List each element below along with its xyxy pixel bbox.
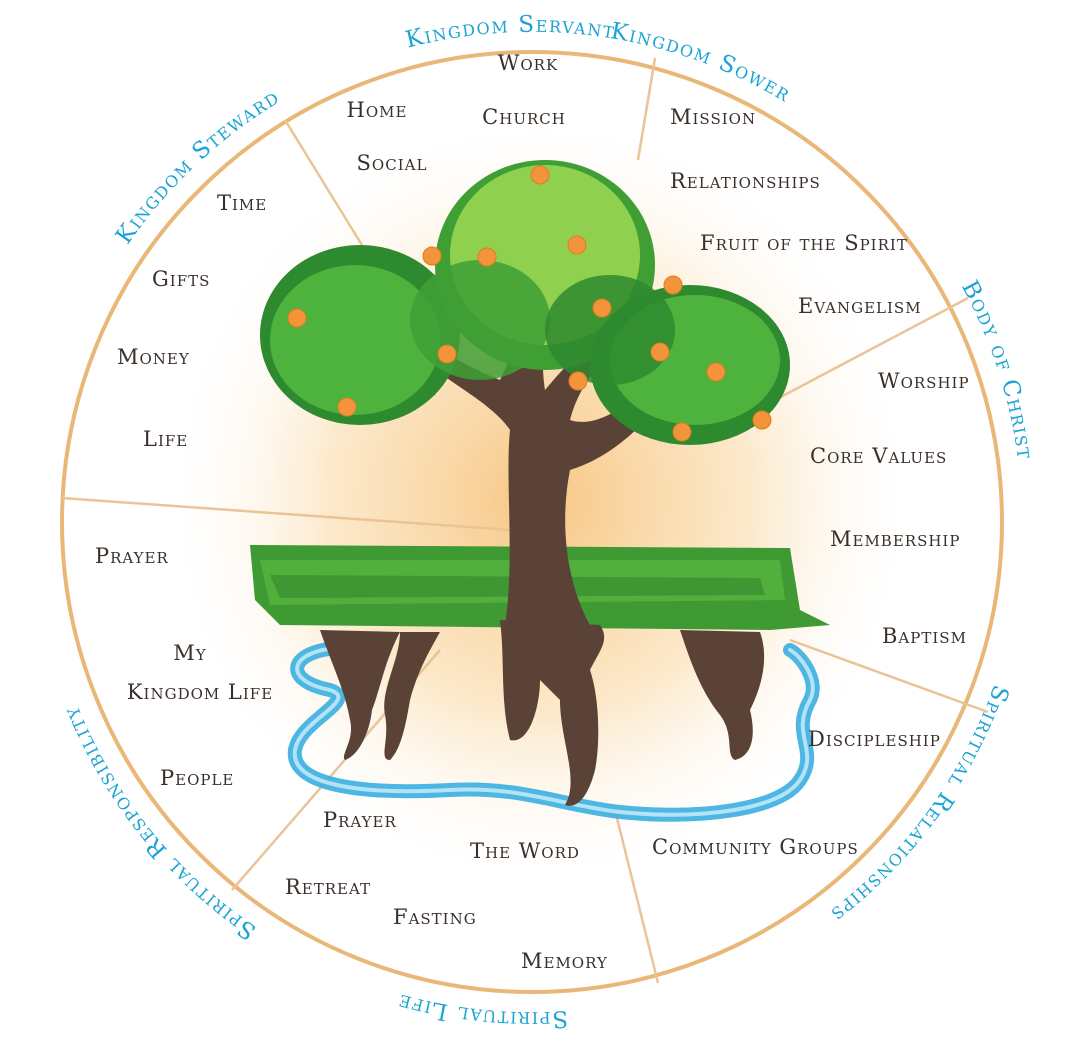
label-community-groups: Community Groups	[652, 835, 859, 859]
fruit-icon	[287, 165, 772, 442]
label-people: People	[160, 766, 234, 790]
label-baptism: Baptism	[882, 624, 967, 648]
label-memory: Memory	[521, 949, 608, 973]
label-evangelism: Evangelism	[798, 294, 922, 318]
label-membership: Membership	[830, 527, 960, 551]
label-church: Church	[482, 105, 566, 129]
label-the-word: The Word	[470, 839, 580, 863]
center-label-line2: Kingdom Life	[127, 680, 273, 704]
label-prayer-responsibility: Prayer	[95, 544, 169, 568]
label-fasting: Fasting	[393, 905, 477, 929]
ring-label-kingdom-servant: Kingdom Servant	[403, 12, 617, 54]
label-worship: Worship	[878, 369, 970, 393]
label-life: Life	[143, 427, 188, 451]
ring-label-spiritual-responsibility: Spiritual Responsibility	[59, 702, 261, 945]
label-retreat: Retreat	[285, 875, 371, 899]
label-money: Money	[117, 345, 190, 369]
label-time: Time	[217, 191, 267, 215]
center-label-line1: My	[173, 641, 207, 665]
ring-label-spiritual-life: Spiritual Life	[394, 988, 568, 1032]
label-core-values: Core Values	[810, 444, 947, 468]
category-labels: Work Home Church Social Mission Relation…	[95, 51, 970, 973]
tree-foliage	[260, 160, 790, 445]
label-discipleship: Discipleship	[808, 727, 941, 751]
label-relationships: Relationships	[670, 169, 821, 193]
label-work: Work	[498, 51, 558, 75]
label-mission: Mission	[670, 105, 756, 129]
roots	[320, 620, 765, 806]
outer-ring	[60, 50, 1004, 994]
label-fruit-of-the-spirit: Fruit of the Spirit	[700, 231, 908, 255]
label-home: Home	[347, 98, 408, 122]
label-prayer-life: Prayer	[323, 808, 397, 832]
label-gifts: Gifts	[152, 267, 210, 291]
ring-label-kingdom-steward: Kingdom Steward	[111, 84, 284, 249]
label-social: Social	[357, 151, 428, 175]
